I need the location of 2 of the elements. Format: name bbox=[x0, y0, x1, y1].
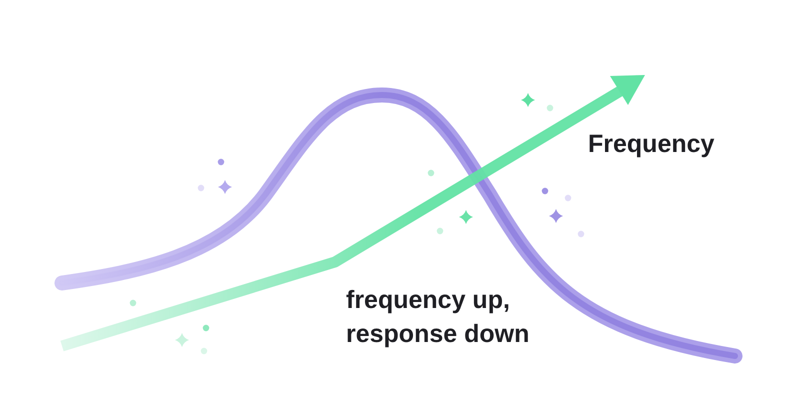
annotation-text: frequency up, response down bbox=[346, 285, 530, 350]
arrow-label: Frequency bbox=[588, 129, 716, 160]
